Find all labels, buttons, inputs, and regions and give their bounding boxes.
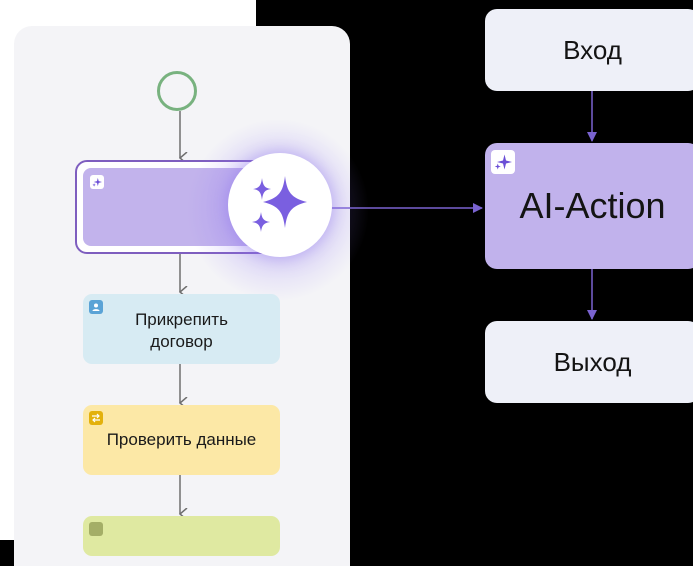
ai-badge[interactable] [228,153,332,257]
sparkles-icon [252,176,307,232]
output-box: Выход [485,321,693,403]
input-box: Вход [485,9,693,91]
task-check-data[interactable]: Проверить данные [83,405,280,475]
user-icon [89,300,103,314]
output-label: Выход [553,346,632,377]
task-attach-contract[interactable]: Прикрепить договор [83,294,280,364]
ai-action-label: AI-Action [519,185,666,226]
input-label: Вход [563,34,622,65]
sparkles-icon [491,150,515,174]
sparkles-icon [90,175,104,189]
task-next[interactable] [83,516,280,556]
square-icon [89,522,103,536]
task-attach-contract-label: Прикрепить договор [135,310,228,351]
ai-action-box: AI-Action [485,143,693,269]
swap-icon [89,411,103,425]
start-event[interactable] [157,71,197,111]
task-check-data-label: Проверить данные [106,430,257,449]
